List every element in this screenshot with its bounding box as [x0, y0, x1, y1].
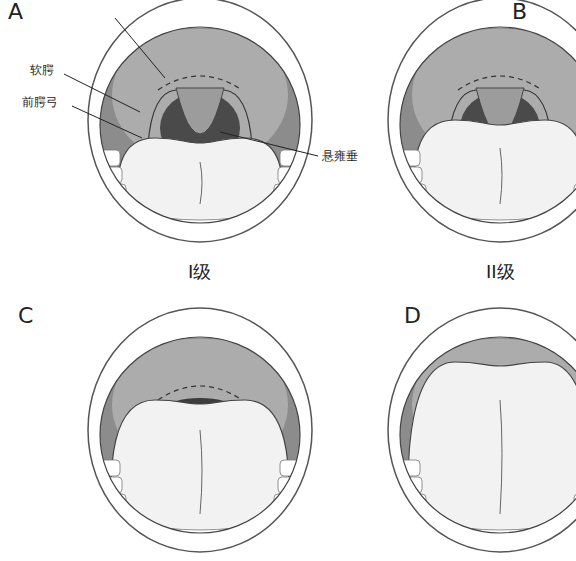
- leader-line: [72, 106, 142, 138]
- leader-line: [115, 18, 165, 78]
- panel-letter: B: [512, 0, 527, 24]
- class-label: II级: [486, 262, 515, 282]
- panel-letter: A: [8, 0, 23, 24]
- panel-letter: C: [18, 304, 33, 328]
- part-name: 悬雍垂: [322, 150, 358, 163]
- part-name: 前腭弓: [22, 96, 58, 109]
- panel-letter: D: [404, 304, 421, 328]
- leader-line: [220, 132, 318, 156]
- leader-line: [64, 74, 140, 112]
- class-label: I级: [188, 262, 211, 282]
- part-name: 软腭: [30, 64, 54, 77]
